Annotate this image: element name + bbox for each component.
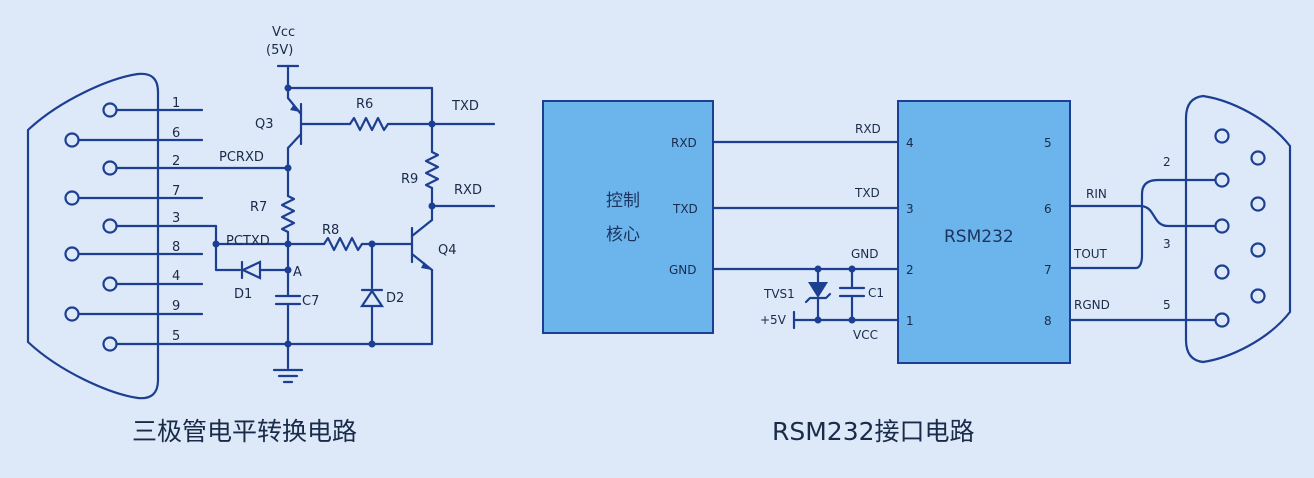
pin-number: 3	[172, 211, 180, 226]
node-a-label: A	[293, 265, 302, 280]
db9-pin-2: 2	[1163, 155, 1171, 169]
supply-label: +5V	[760, 313, 787, 327]
chip-signal-txd: TXD	[854, 186, 880, 200]
chip-pin-6: 6	[1044, 202, 1052, 216]
db9-connector-right	[1184, 94, 1292, 364]
pin-number: 9	[172, 299, 180, 314]
chip-signal-vcc: VCC	[853, 328, 878, 342]
chip-pin-3: 3	[906, 202, 914, 216]
d2-label: D2	[386, 291, 404, 306]
r6-label: R6	[356, 97, 373, 112]
chip-pin-4: 4	[906, 136, 914, 150]
q4-label: Q4	[438, 243, 457, 258]
resistor-r7: PCRXD R7	[219, 146, 296, 298]
pin-number: 5	[172, 329, 180, 344]
diode-d2: D2	[359, 242, 404, 348]
chip-pin-8: 8	[1044, 314, 1052, 328]
transistor-q4: Q4	[410, 218, 457, 346]
pin-number: 6	[172, 126, 180, 141]
vcc-supply: Vcc (5V)	[266, 25, 434, 92]
chip-pin-7: 7	[1044, 263, 1052, 277]
pin-number: 1	[172, 96, 180, 111]
db9-pin-3: 3	[1163, 237, 1171, 251]
tout-label: TOUT	[1073, 247, 1108, 261]
chip-pin-2: 2	[906, 263, 914, 277]
resistor-r6: R6	[348, 97, 496, 132]
pin-number: 4	[172, 269, 180, 284]
rin-label: RIN	[1086, 187, 1107, 201]
db9-pin-5: 5	[1163, 298, 1171, 312]
q3-label: Q3	[255, 117, 274, 132]
core-pin-gnd: GND	[669, 263, 697, 277]
rgnd-label: RGND	[1074, 298, 1110, 312]
tvs1-label: TVS1	[763, 287, 795, 301]
vcc-label: Vcc	[272, 25, 295, 40]
vcc-value: (5V)	[266, 43, 293, 58]
left-caption: 三极管电平转换电路	[132, 417, 357, 446]
pin-number: 2	[172, 154, 180, 169]
chip-signal-rxd: RXD	[855, 122, 881, 136]
pctxd-d1-network: PCTXD A D1	[212, 224, 326, 302]
pcrxd-label: PCRXD	[219, 150, 264, 165]
db9-connector-left	[26, 72, 160, 400]
txd-r9-branch: TXD R9 RXD	[401, 86, 496, 222]
core-to-chip-wires: RXD TXD GND VCC	[711, 122, 900, 342]
resistor-r8: R8	[322, 223, 414, 252]
c1-label: C1	[868, 286, 884, 300]
chip-pin-5: 5	[1044, 136, 1052, 150]
pctxd-label: PCTXD	[226, 234, 270, 249]
ground-symbol	[272, 368, 304, 384]
r7-label: R7	[250, 200, 267, 215]
transistor-q3: Q3	[255, 86, 352, 150]
c7-label: C7	[302, 294, 319, 309]
chip-to-db9-wires: RIN TOUT RGND 2 3 5	[1068, 155, 1224, 322]
core-pin-rxd: RXD	[671, 136, 697, 150]
chip-label: RSM232	[944, 227, 1014, 247]
txd-label: TXD	[451, 99, 479, 114]
pin-number: 8	[172, 240, 180, 255]
control-core-block: 控制 核心 RXD TXD GND	[542, 100, 714, 334]
r9-label: R9	[401, 172, 418, 187]
db9-pin-numbers-left: 1 6 2 7 3 8 4 9 5	[172, 96, 180, 344]
core-label-line1: 控制	[606, 191, 640, 211]
chip-signal-gnd: GND	[851, 247, 879, 261]
rsm232-chip: RSM232 4 3 2 1 5 6 7 8	[897, 100, 1071, 364]
capacitor-c7: C7	[274, 294, 319, 370]
d1-label: D1	[234, 287, 252, 302]
core-pin-txd: TXD	[672, 202, 698, 216]
rxd-label: RXD	[454, 183, 482, 198]
r8-label: R8	[322, 223, 339, 238]
db9-pin-wires	[64, 102, 434, 352]
tvs-c1-network: TVS1 C1 +5V	[760, 267, 900, 330]
pin-number: 7	[172, 184, 180, 199]
core-label-line2: 核心	[606, 225, 640, 245]
chip-pin-1: 1	[906, 314, 914, 328]
right-caption: RSM232接口电路	[772, 417, 975, 446]
